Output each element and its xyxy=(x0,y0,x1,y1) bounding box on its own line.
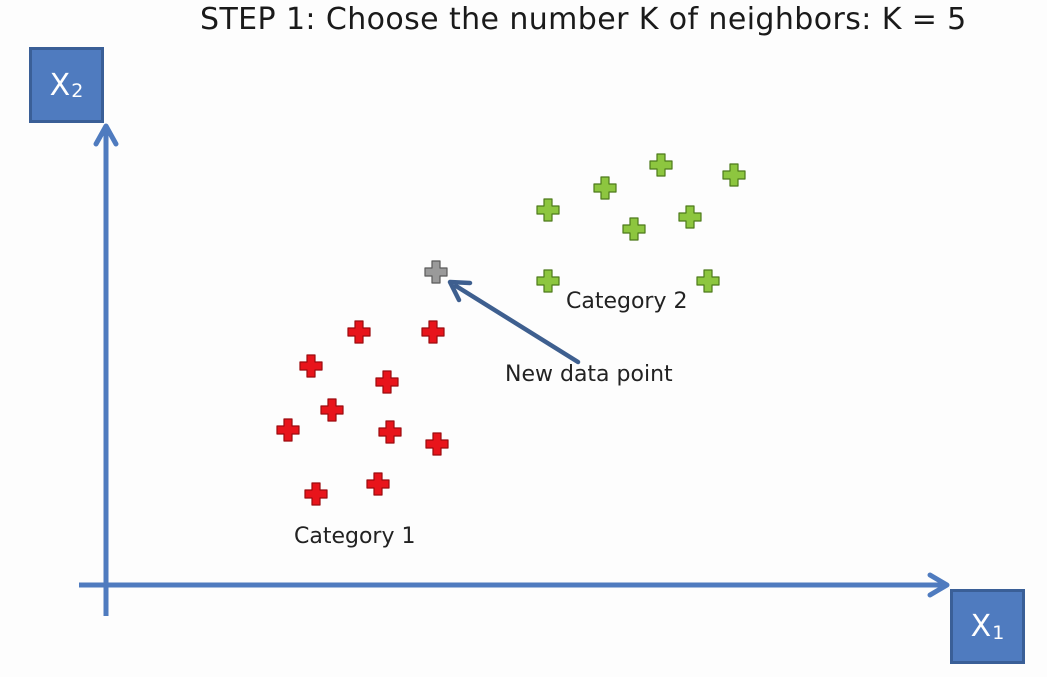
category-1-point xyxy=(299,354,323,378)
category-1-point xyxy=(320,398,344,422)
y-axis-subscript: 2 xyxy=(71,80,84,102)
category-1-point xyxy=(347,320,371,344)
category-2-point xyxy=(593,176,617,200)
category-2-point xyxy=(536,198,560,222)
y-axis-arrowhead xyxy=(93,123,119,147)
category-1-point xyxy=(366,472,390,496)
category-1-label: Category 1 xyxy=(294,524,416,549)
category-1-point xyxy=(304,482,328,506)
points-layer xyxy=(276,153,746,506)
category-2-point xyxy=(622,217,646,241)
category-2-point xyxy=(696,269,720,293)
category-1-point xyxy=(378,420,402,444)
new-point-arrow-head xyxy=(447,279,473,303)
new-point-arrow-line xyxy=(453,283,581,365)
category-2-point xyxy=(722,163,746,187)
x-axis-letter: X xyxy=(970,609,992,644)
y-axis-letter: X xyxy=(49,67,71,103)
x-axis-arrowhead xyxy=(927,572,950,598)
new-data-point-label: New data point xyxy=(505,362,673,387)
category-1-point xyxy=(425,432,449,456)
category-2-point xyxy=(678,205,702,229)
x-axis-subscript: 1 xyxy=(992,621,1005,644)
category-2-label: Category 2 xyxy=(566,289,688,314)
new-data-point xyxy=(424,260,448,284)
slide-title: STEP 1: Choose the number K of neighbors… xyxy=(200,2,967,37)
category-1-point xyxy=(421,320,445,344)
category-2-point xyxy=(536,269,560,293)
category-2-point xyxy=(649,153,673,177)
category-1-point xyxy=(276,418,300,442)
category-1-point xyxy=(375,370,399,394)
